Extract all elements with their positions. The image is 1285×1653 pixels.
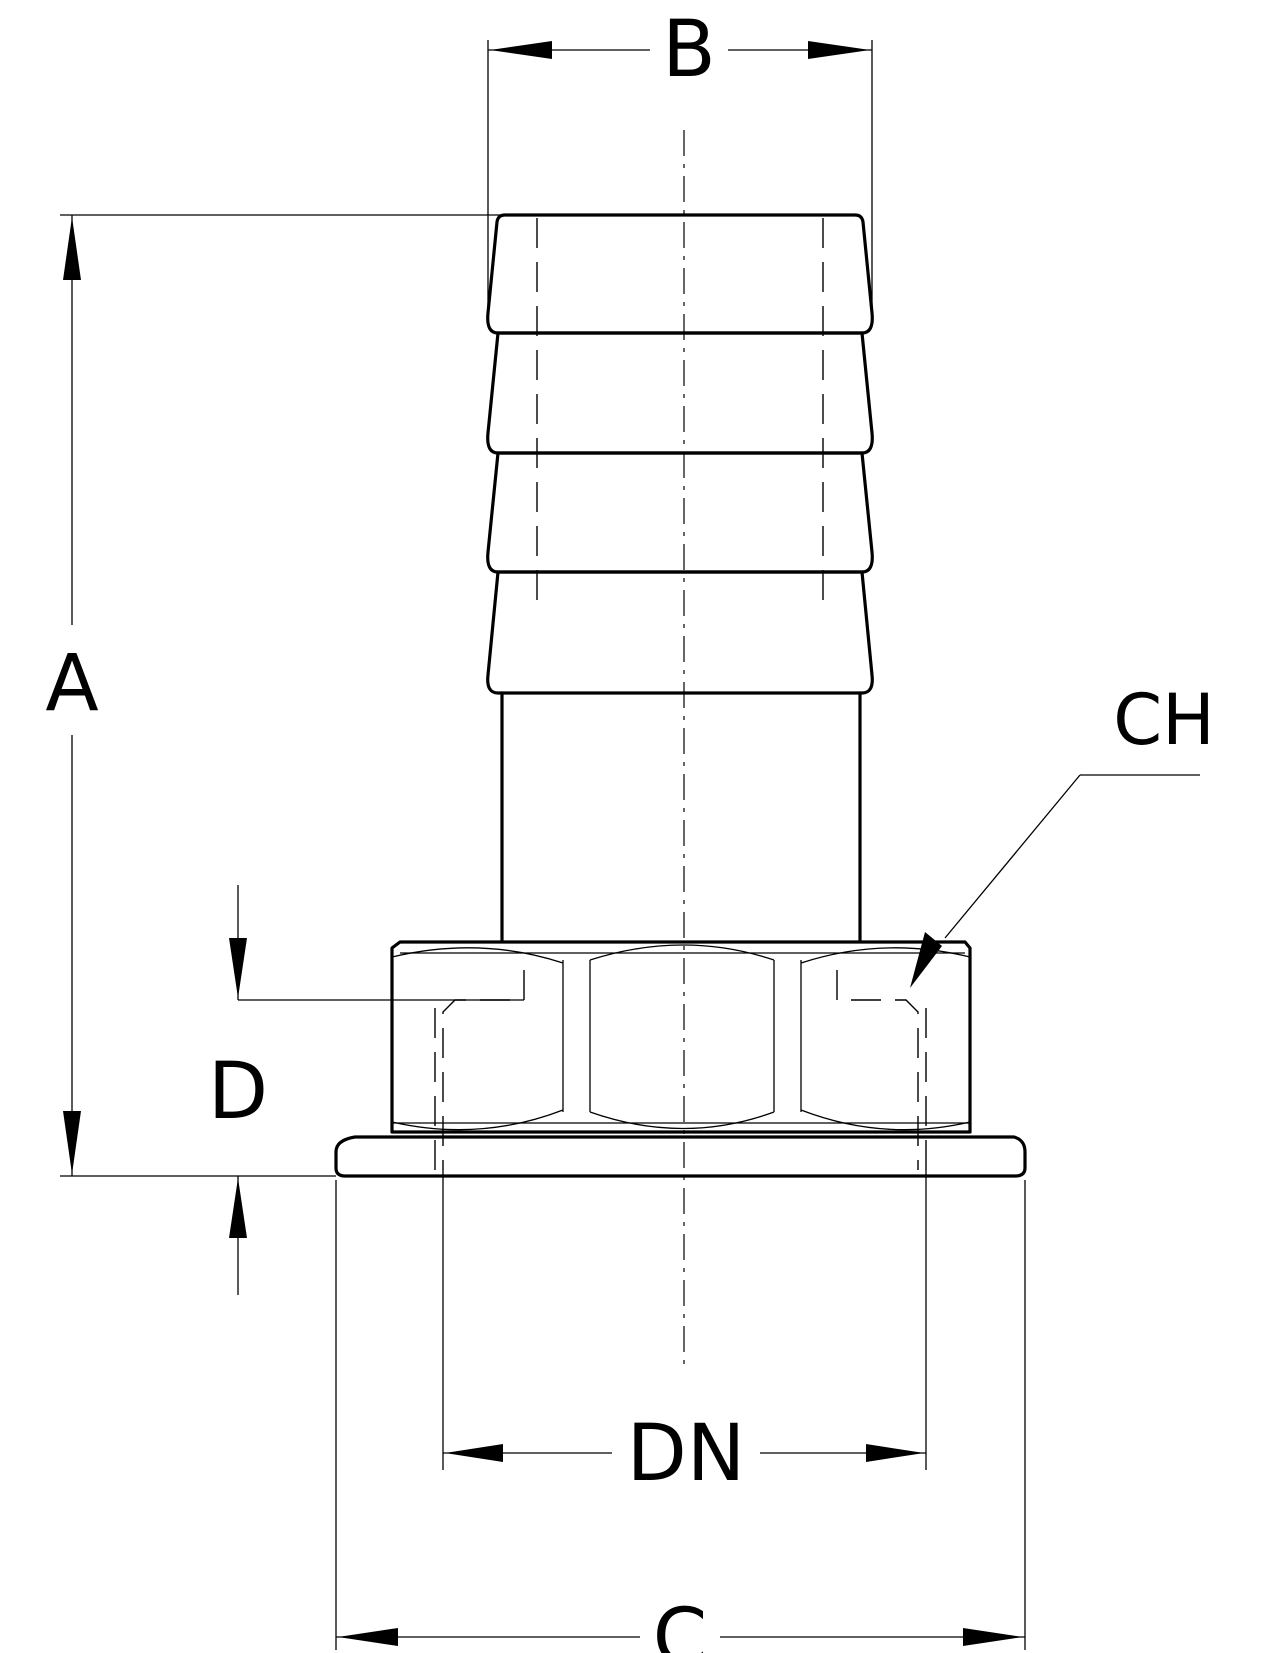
label-a: A xyxy=(45,639,98,729)
label-c: C xyxy=(653,1593,707,1653)
hose-barb xyxy=(486,213,874,942)
flange xyxy=(334,1135,1027,1178)
dimension-d xyxy=(229,885,524,1295)
dimension-b xyxy=(487,40,873,313)
dimension-c xyxy=(335,1180,1026,1650)
dimension-a xyxy=(60,214,505,1177)
dimension-dn xyxy=(442,1170,927,1470)
label-ch: CH xyxy=(1113,679,1215,761)
label-d: D xyxy=(208,1047,268,1137)
leader-ch xyxy=(910,774,1200,988)
label-b: B xyxy=(662,5,716,95)
label-dn: DN xyxy=(627,1409,745,1499)
hex-nut xyxy=(390,940,972,1170)
